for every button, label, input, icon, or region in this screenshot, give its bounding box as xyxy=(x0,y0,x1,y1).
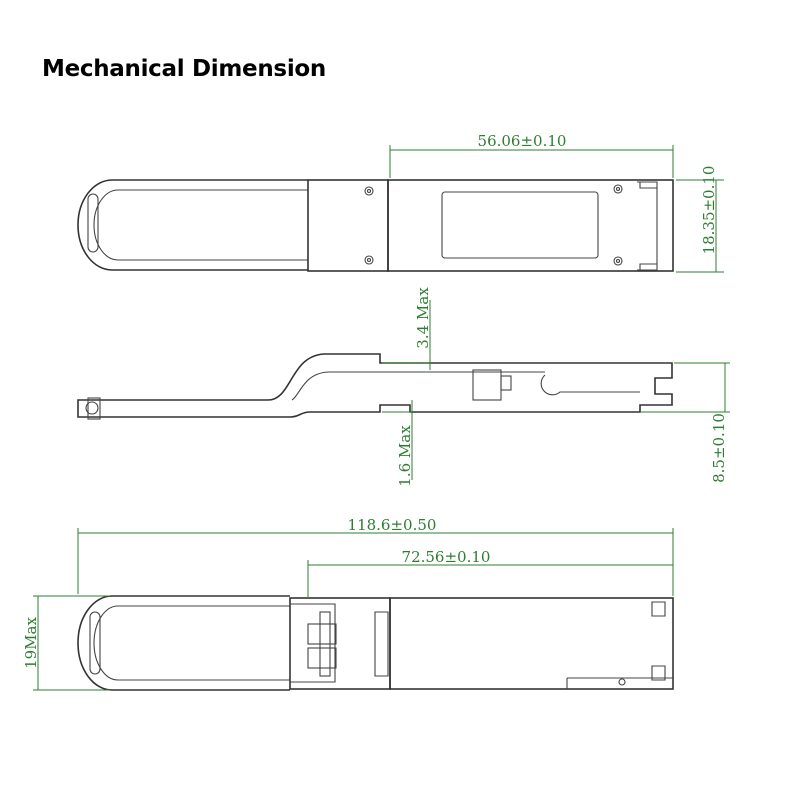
bottom-view-body xyxy=(389,597,674,690)
bottom-view-pull-tab xyxy=(77,595,290,691)
top-view-pull-tab xyxy=(77,179,308,271)
dim-bottom-pull-tab: 19Max xyxy=(22,617,40,669)
side-view-body xyxy=(77,353,673,418)
bottom-view: 118.6±0.50 72.56±0.10 19Max xyxy=(22,516,674,691)
dim-side-bottom-max: 1.6 Max xyxy=(396,425,414,487)
dim-side-height: 8.5±0.10 xyxy=(710,413,728,483)
page-title: Mechanical Dimension xyxy=(42,56,326,82)
top-view: 56.06±0.10 18.35±0.10 xyxy=(77,132,724,273)
dim-top-length: 56.06±0.10 xyxy=(478,132,567,150)
dim-side-top-max: 3.4 Max xyxy=(414,287,432,349)
dim-bottom-overall: 118.6±0.50 xyxy=(348,516,437,534)
top-view-latch xyxy=(307,179,389,272)
top-view-label-area xyxy=(441,191,599,259)
side-view: 3.4 Max 1.6 Max 8.5±0.10 xyxy=(77,287,730,487)
dim-top-width: 18.35±0.10 xyxy=(700,166,718,255)
dim-bottom-body: 72.56±0.10 xyxy=(402,548,491,566)
top-view-body xyxy=(387,179,674,272)
